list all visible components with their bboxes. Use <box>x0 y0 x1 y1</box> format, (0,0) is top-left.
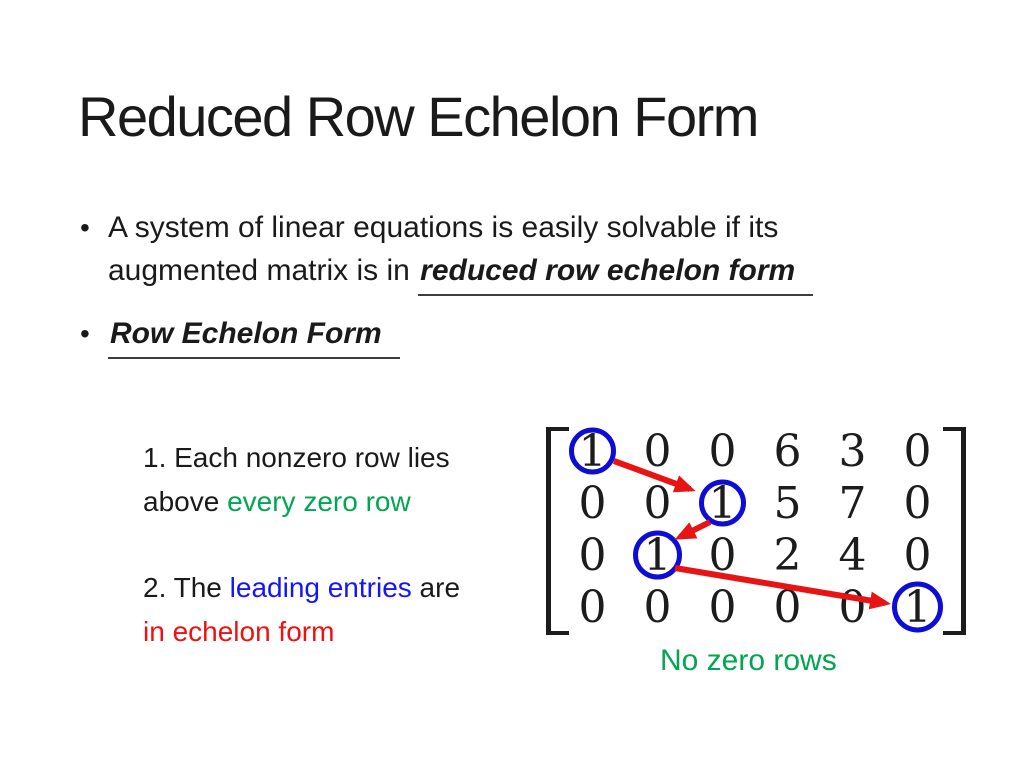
leading-entries-highlight: leading entries <box>229 572 412 603</box>
conditions-list: 1. Each nonzero row lies above every zer… <box>143 436 543 654</box>
bullet-1-line-2: augmented matrix is in reduced row echel… <box>108 249 814 296</box>
matrix-cell: 3 <box>838 425 867 477</box>
bullet-icon: • <box>80 212 90 243</box>
matrix-cell: 0 <box>578 529 607 581</box>
matrix-cell: 1 <box>903 581 932 633</box>
matrix-cell: 0 <box>903 529 932 581</box>
matrix-cell: 0 <box>643 581 672 633</box>
bullet-item-2: • Row Echelon Form <box>80 312 960 359</box>
every-zero-row-highlight: every zero row <box>227 486 411 517</box>
condition-1: 1. Each nonzero row lies above every zer… <box>143 436 543 524</box>
bullet-1-line-1-text: A system of linear equations is easily s… <box>108 211 779 244</box>
condition-2-line-2: in echelon form <box>143 610 543 654</box>
matrix-cell: 0 <box>708 425 737 477</box>
matrix-cell: 0 <box>578 581 607 633</box>
example-matrix: 1 0 0 6 3 0 0 0 1 5 7 0 0 1 0 2 4 0 0 0 … <box>546 425 966 635</box>
condition-2-text-black-2: are <box>411 572 461 603</box>
matrix-cell: 7 <box>838 477 867 529</box>
row-echelon-term-underlined: Row Echelon Form <box>108 312 400 359</box>
matrix-cell: 0 <box>643 425 672 477</box>
condition-2-text-black-1: 2. The <box>143 572 230 603</box>
matrix-cell: 0 <box>708 581 737 633</box>
matrix-cell: 6 <box>773 425 802 477</box>
matrix-cell: 2 <box>773 529 802 581</box>
condition-1-line-2: above every zero row <box>143 480 543 524</box>
bullet-1-line-2-prefix: augmented matrix is in <box>108 254 419 287</box>
matrix-cell: 0 <box>773 581 802 633</box>
condition-1-line-1: 1. Each nonzero row lies <box>143 436 543 480</box>
bullet-item-1: • A system of linear equations is easily… <box>80 206 960 296</box>
condition-2: 2. The leading entries are in echelon fo… <box>143 566 543 654</box>
matrix-cell: 0 <box>838 581 867 633</box>
matrix-cell: 5 <box>773 477 802 529</box>
bullet-1-line-1: A system of linear equations is easily s… <box>108 206 813 249</box>
matrix-cell: 0 <box>708 529 737 581</box>
bullet-1-text: A system of linear equations is easily s… <box>108 206 814 296</box>
matrix-cell: 0 <box>578 477 607 529</box>
matrix-cell: 1 <box>643 529 672 581</box>
matrix-grid: 1 0 0 6 3 0 0 0 1 5 7 0 0 1 0 2 4 0 0 0 … <box>560 425 950 633</box>
matrix-left-bracket <box>546 427 569 635</box>
matrix-cell: 0 <box>643 477 672 529</box>
matrix-cell: 4 <box>838 529 867 581</box>
matrix-cell: 1 <box>708 477 737 529</box>
condition-2-line-1: 2. The leading entries are <box>143 566 543 610</box>
bullet-list: • A system of linear equations is easily… <box>80 206 960 359</box>
in-echelon-form-highlight: in echelon form <box>143 616 335 647</box>
bullet-2-text: Row Echelon Form <box>108 312 400 359</box>
condition-1-text-black: above <box>143 486 228 517</box>
rref-term-underlined: reduced row echelon form <box>418 249 814 296</box>
bullet-icon: • <box>80 318 90 349</box>
matrix-right-bracket <box>943 427 966 635</box>
slide-title: Reduced Row Echelon Form <box>78 85 759 148</box>
no-zero-rows-caption: No zero rows <box>660 644 837 677</box>
matrix-cell: 0 <box>903 477 932 529</box>
matrix-cell: 0 <box>903 425 932 477</box>
condition-1-text: 1. Each nonzero row lies <box>143 442 450 473</box>
matrix-cell: 1 <box>578 425 607 477</box>
